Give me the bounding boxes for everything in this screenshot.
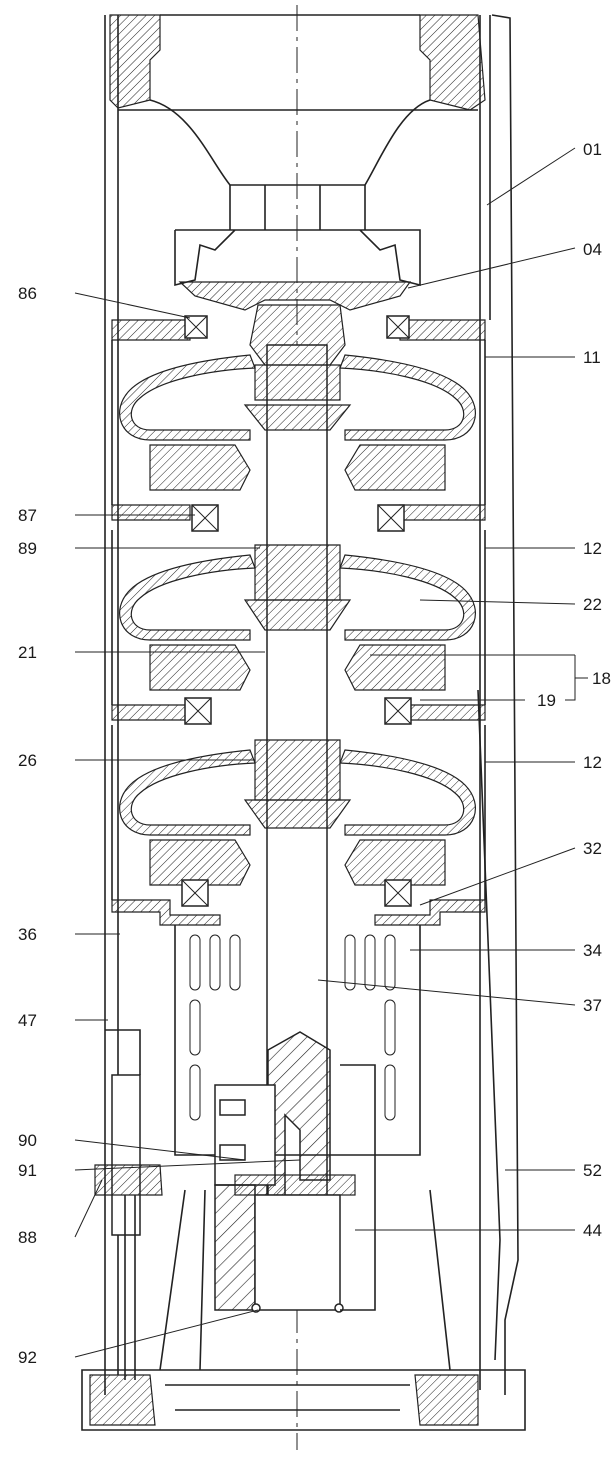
label-11: 11 [583, 348, 601, 367]
label-22: 22 [583, 595, 602, 614]
label-01: 01 [583, 140, 602, 159]
label-44: 44 [583, 1221, 602, 1240]
label-90: 90 [18, 1131, 37, 1150]
label-92: 92 [18, 1348, 37, 1367]
label-89: 89 [18, 539, 37, 558]
label-88: 88 [18, 1228, 37, 1247]
label-04: 04 [583, 240, 602, 259]
discharge-head [111, 281, 486, 366]
label-52: 52 [583, 1161, 602, 1180]
label-47: 47 [18, 1011, 37, 1030]
label-18: 18 [592, 669, 611, 688]
label-86: 86 [18, 284, 37, 303]
label-87: 87 [18, 506, 37, 525]
stage-1 [111, 340, 486, 532]
label-19: 19 [537, 691, 556, 710]
label-26: 26 [18, 751, 37, 770]
label-36: 36 [18, 925, 37, 944]
label-12-upper: 12 [583, 539, 602, 558]
strainer [174, 925, 421, 1156]
stage-2 [111, 530, 486, 725]
coupling [214, 1031, 376, 1313]
leader-lines [74, 147, 588, 1358]
label-91: 91 [18, 1161, 37, 1180]
label-12-lower: 12 [583, 753, 602, 772]
callout-labels-right: 01 04 11 12 22 18 19 12 32 34 37 52 44 [537, 140, 611, 1240]
callout-labels-left: 86 87 89 21 26 36 47 90 91 88 92 [18, 284, 37, 1367]
stage-3 [111, 725, 486, 926]
label-37: 37 [583, 996, 602, 1015]
strainer-slots [189, 934, 396, 1121]
label-32: 32 [583, 839, 602, 858]
label-21: 21 [18, 643, 37, 662]
label-34: 34 [583, 941, 602, 960]
stud-bolt [94, 1029, 163, 1380]
base [81, 1189, 526, 1431]
